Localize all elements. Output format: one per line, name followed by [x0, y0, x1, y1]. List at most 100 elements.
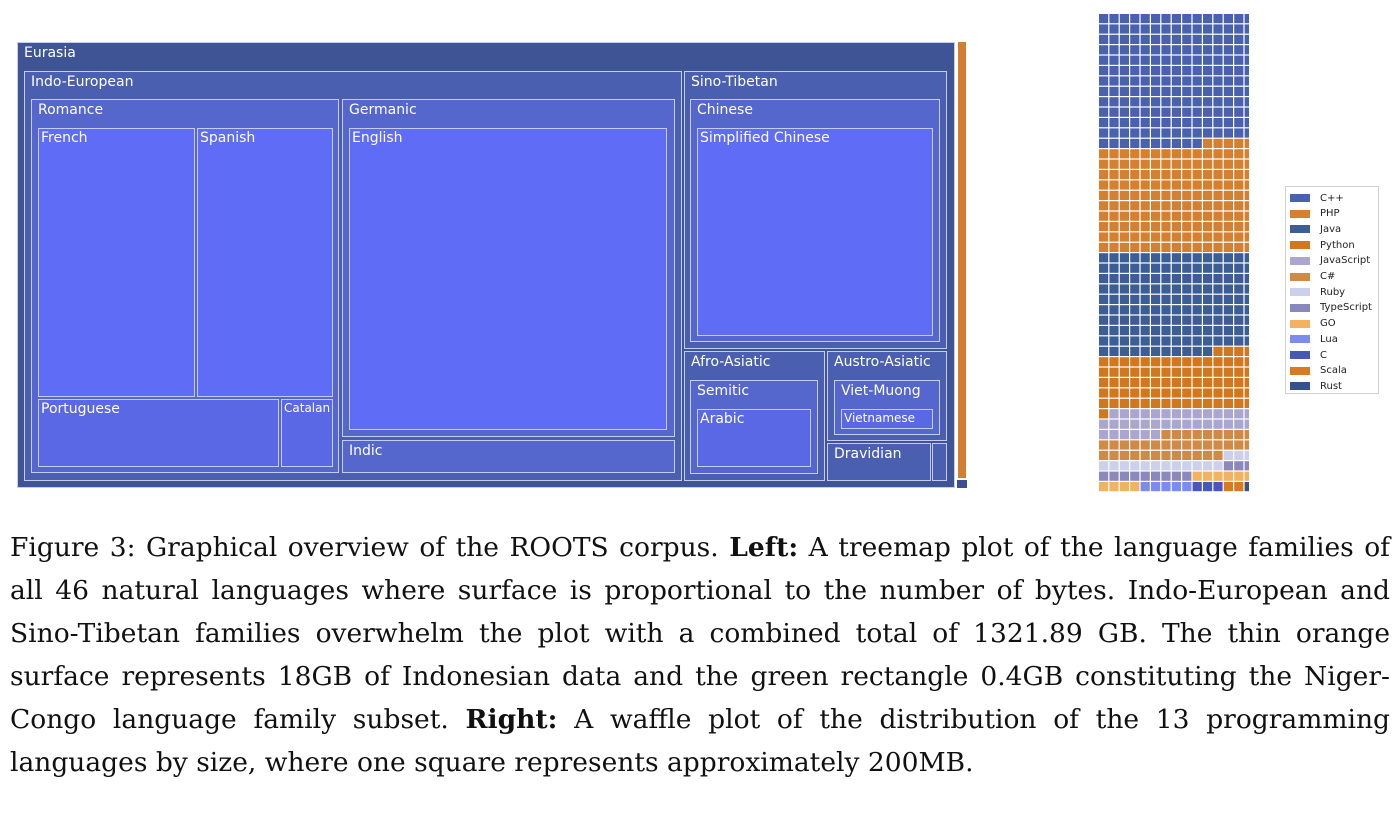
- waffle-square-php: [1171, 201, 1181, 211]
- waffle-square-java: [1130, 336, 1140, 346]
- legend-swatch: [1290, 225, 1310, 234]
- treemap-label-indic: Indic: [349, 443, 383, 459]
- waffle-square-php: [1182, 222, 1192, 232]
- waffle-square-java: [1140, 326, 1150, 336]
- waffle-square-java: [1151, 284, 1161, 294]
- waffle-square-php: [1119, 232, 1129, 242]
- treemap-label-spanish: Spanish: [200, 130, 256, 146]
- waffle-square-java: [1119, 326, 1129, 336]
- waffle-square-php: [1161, 211, 1171, 221]
- waffle-square-java: [1130, 274, 1140, 284]
- waffle-square-php: [1109, 211, 1119, 221]
- waffle-square-java: [1099, 346, 1109, 356]
- treemap-label-romance: Romance: [38, 102, 104, 118]
- waffle-square-php: [1099, 170, 1109, 180]
- waffle-square-c: [1244, 86, 1249, 96]
- waffle-square-c: [1192, 34, 1202, 44]
- waffle-square-php: [1130, 170, 1140, 180]
- waffle-square-c: [1130, 55, 1140, 65]
- waffle-square-java: [1109, 336, 1119, 346]
- caption-right-text: A waffle plot of the distribution of the…: [10, 704, 1390, 778]
- waffle-square-php: [1223, 232, 1233, 242]
- waffle-square-python: [1223, 346, 1233, 356]
- waffle-square-c: [1223, 14, 1233, 24]
- waffle-square-c: [1119, 128, 1129, 138]
- waffle-square-c: [1151, 107, 1161, 117]
- waffle-square-php: [1213, 222, 1223, 232]
- waffle-square-c: [1182, 430, 1192, 440]
- waffle-square-java: [1140, 315, 1150, 325]
- waffle-square-java: [1244, 284, 1249, 294]
- waffle-square-php: [1223, 170, 1233, 180]
- waffle-square-python: [1151, 378, 1161, 388]
- waffle-square-python: [1182, 398, 1192, 408]
- waffle-square-php: [1192, 159, 1202, 169]
- waffle-square-java: [1109, 294, 1119, 304]
- waffle-square-php: [1213, 180, 1223, 190]
- waffle-square-c: [1171, 14, 1181, 24]
- waffle-square-c: [1130, 24, 1140, 34]
- waffle-square-php: [1099, 222, 1109, 232]
- waffle-square-c: [1213, 482, 1223, 492]
- waffle-square-javascript: [1223, 409, 1233, 419]
- waffle-square-javascript: [1244, 419, 1249, 429]
- waffle-square-php: [1161, 201, 1171, 211]
- waffle-square-c: [1151, 14, 1161, 24]
- waffle-square-java: [1161, 336, 1171, 346]
- waffle-square-java: [1203, 263, 1213, 273]
- waffle-square-typescript: [1140, 471, 1150, 481]
- waffle-square-javascript: [1140, 430, 1150, 440]
- waffle-square-java: [1099, 253, 1109, 263]
- waffle-square-ruby: [1109, 461, 1119, 471]
- waffle-square-c: [1109, 118, 1119, 128]
- waffle-square-c: [1109, 107, 1119, 117]
- waffle-square-c: [1130, 138, 1140, 148]
- waffle-square-c: [1109, 440, 1119, 450]
- waffle-square-c: [1140, 14, 1150, 24]
- waffle-square-php: [1130, 159, 1140, 169]
- waffle-square-php: [1234, 242, 1244, 252]
- waffle-square-php: [1119, 190, 1129, 200]
- waffle-square-java: [1213, 263, 1223, 273]
- waffle-square-java: [1140, 263, 1150, 273]
- waffle-square-java: [1203, 315, 1213, 325]
- treemap-label-arabic: Arabic: [700, 411, 745, 427]
- treemap-label-semitic: Semitic: [697, 383, 750, 399]
- waffle-square-javascript: [1182, 409, 1192, 419]
- waffle-square-java: [1213, 253, 1223, 263]
- waffle-square-c: [1109, 450, 1119, 460]
- waffle-square-php: [1161, 190, 1171, 200]
- waffle-square-php: [1244, 242, 1249, 252]
- waffle-square-c: [1119, 86, 1129, 96]
- waffle-square-c: [1244, 34, 1249, 44]
- waffle-square-java: [1161, 253, 1171, 263]
- waffle-square-java: [1182, 263, 1192, 273]
- waffle-square-java: [1161, 305, 1171, 315]
- waffle-square-c: [1203, 55, 1213, 65]
- waffle-square-java: [1140, 294, 1150, 304]
- waffle-square-java: [1223, 315, 1233, 325]
- waffle-square-java: [1203, 284, 1213, 294]
- waffle-square-java: [1109, 315, 1119, 325]
- waffle-square-python: [1192, 357, 1202, 367]
- waffle-square-java: [1099, 326, 1109, 336]
- waffle-square-ruby: [1171, 461, 1181, 471]
- waffle-square-c: [1130, 128, 1140, 138]
- waffle-square-c: [1099, 118, 1109, 128]
- waffle-square-python: [1182, 367, 1192, 377]
- waffle-square-c: [1099, 45, 1109, 55]
- treemap-label-sino-tibetan: Sino-Tibetan: [691, 74, 778, 90]
- waffle-square-java: [1130, 315, 1140, 325]
- waffle-square-java: [1182, 346, 1192, 356]
- waffle-square-php: [1234, 190, 1244, 200]
- waffle-square-typescript: [1182, 471, 1192, 481]
- waffle-square-python: [1161, 367, 1171, 377]
- waffle-square-javascript: [1151, 430, 1161, 440]
- waffle-square-php: [1213, 170, 1223, 180]
- waffle-square-php: [1213, 149, 1223, 159]
- waffle-square-python: [1140, 357, 1150, 367]
- caption-figure-label: Figure 3: Graphical overview of the ROOT…: [10, 532, 719, 563]
- waffle-square-python: [1244, 367, 1249, 377]
- waffle-square-javascript: [1223, 419, 1233, 429]
- waffle-square-java: [1213, 326, 1223, 336]
